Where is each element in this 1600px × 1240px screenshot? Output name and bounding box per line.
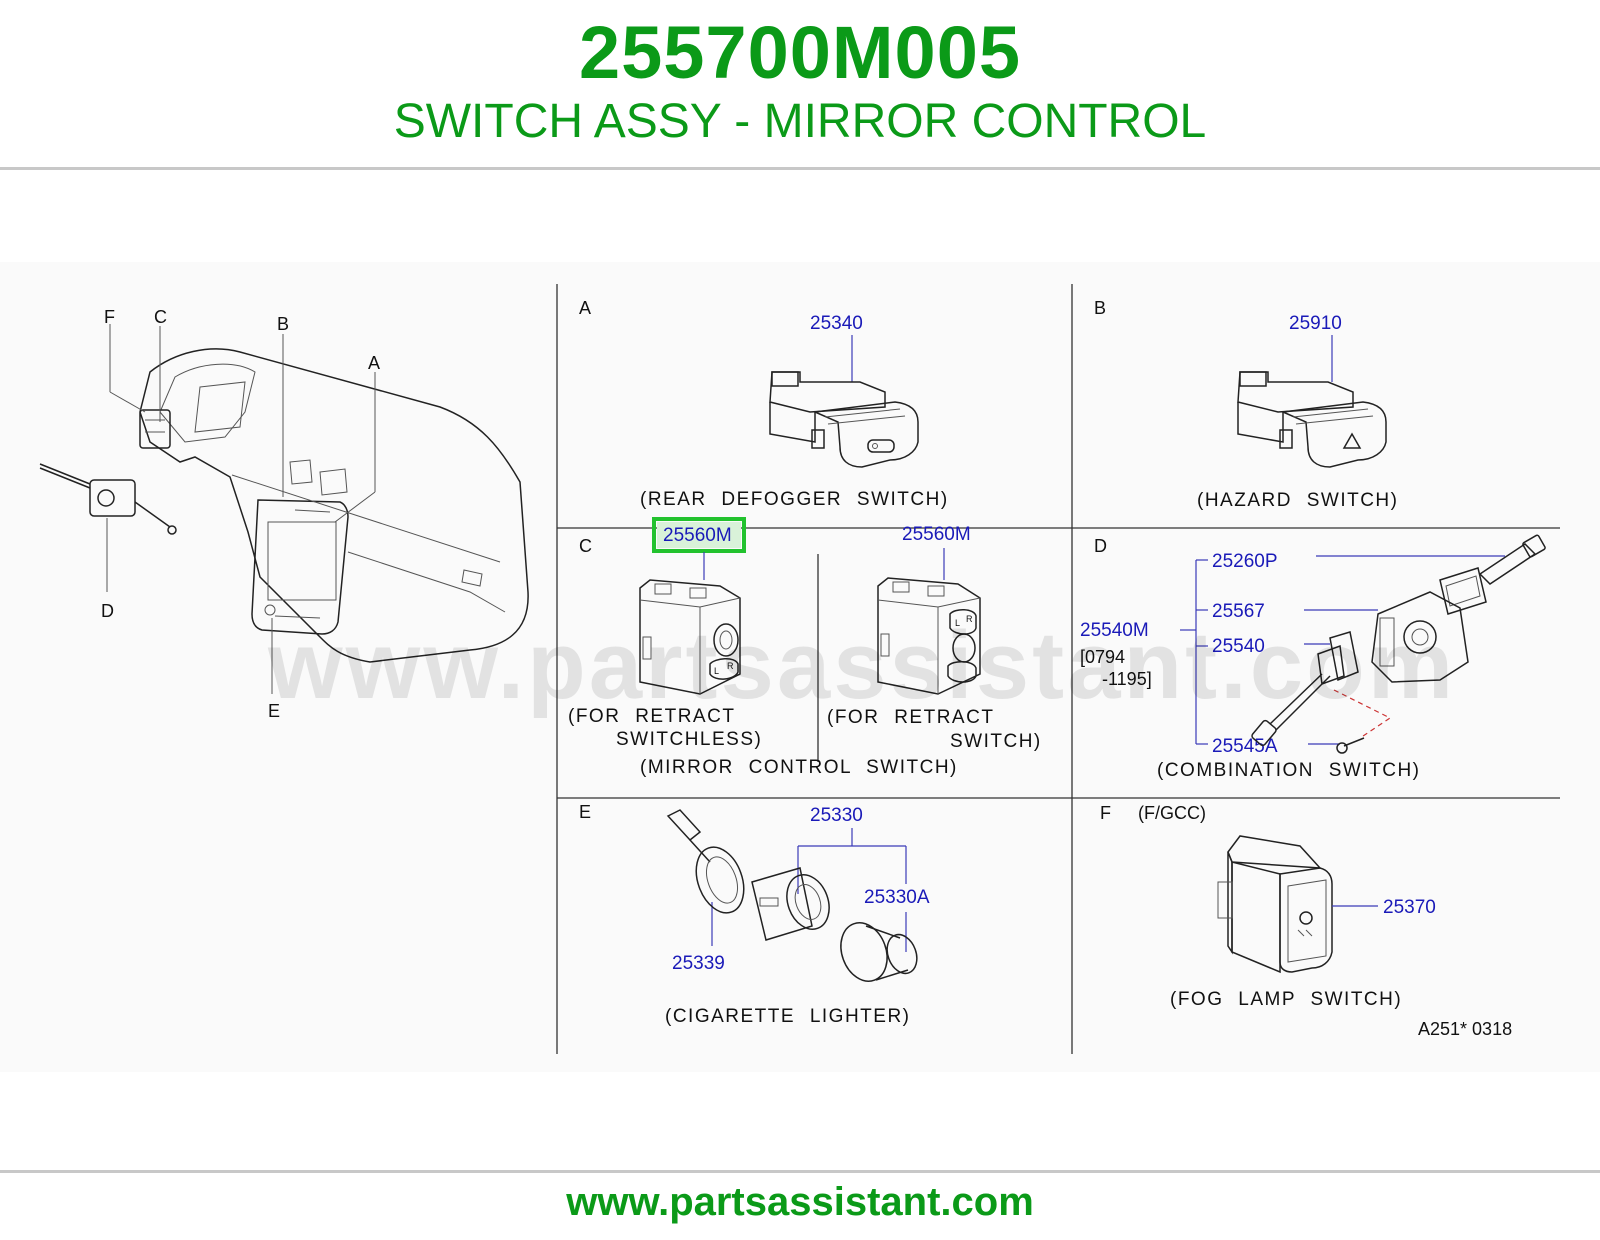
svg-text:R: R (727, 661, 734, 671)
panel-d-combination: D 25540M [0794 -1195] 25260P 25567 25540… (1080, 534, 1546, 781)
panel-e-cigarette-lighter: E 25330 25330A 25339 (CIGARETTE LIGHT (579, 802, 930, 1027)
overview-label-d: D (101, 601, 114, 621)
panel-d-date-range-start: [0794 (1080, 647, 1125, 667)
overview-label-c: C (154, 307, 167, 327)
panel-d-part-25567[interactable]: 25567 (1212, 601, 1265, 622)
panel-f-variant: (F/GCC) (1138, 803, 1206, 823)
header-divider (0, 167, 1600, 170)
cigarette-lighter-drawing (666, 809, 918, 982)
panel-e-caption: (CIGARETTE LIGHTER) (665, 1006, 911, 1027)
panel-b-caption: (HAZARD SWITCH) (1197, 490, 1398, 511)
panel-b-hazard: B 25910 (HAZARD SWITCH) (1094, 298, 1398, 511)
panel-e-letter: E (579, 802, 591, 822)
panel-b-letter: B (1094, 298, 1106, 318)
part-description: SWITCH ASSY - MIRROR CONTROL (393, 95, 1207, 148)
selected-part-highlight-fill (657, 522, 741, 548)
panel-c-right-caption-1: (FOR RETRACT (827, 707, 994, 728)
panel-c-right-part-number[interactable]: 25560M (902, 524, 971, 545)
svg-text:L: L (714, 666, 719, 676)
mirror-switch-retractless-drawing: L R (639, 579, 741, 695)
panel-e-part-25339[interactable]: 25339 (672, 953, 725, 974)
panel-c-left-part-number[interactable]: 25560M (663, 525, 732, 546)
panel-d-caption: (COMBINATION SWITCH) (1157, 760, 1421, 781)
fog-lamp-switch-drawing (1217, 835, 1333, 974)
panel-a-letter: A (579, 298, 591, 318)
panel-f-caption: (FOG LAMP SWITCH) (1170, 989, 1402, 1010)
mirror-switch-retract-drawing: L R (877, 577, 981, 695)
footer-url-link[interactable]: www.partsassistant.com (566, 1180, 1034, 1224)
rear-defogger-switch-drawing (769, 371, 919, 468)
selected-part-highlight[interactable] (652, 517, 746, 553)
watermark: www.partsassistant.com (267, 612, 1456, 719)
panel-c-right-caption-2: SWITCH) (950, 731, 1042, 752)
overview-label-b: B (277, 314, 289, 334)
part-number-title: 255700M005 (578, 11, 1022, 94)
overview-label-e: E (268, 701, 280, 721)
panel-d-date-range-end: -1195] (1102, 669, 1152, 689)
panel-c-caption: (MIRROR CONTROL SWITCH) (640, 757, 958, 778)
hazard-switch-drawing (1237, 371, 1387, 468)
svg-text:L: L (955, 618, 960, 628)
drawing-reference: A251* 0318 (1418, 1019, 1512, 1039)
parts-diagram: F C B A D E A 25340 (REAR DEFOGGER SWITC… (0, 262, 1600, 1072)
panel-c-left-caption-1: (FOR RETRACT (568, 706, 735, 727)
panel-c-left-caption-2: SWITCHLESS) (616, 729, 762, 750)
panel-a-caption: (REAR DEFOGGER SWITCH) (640, 489, 949, 510)
combination-switch-drawing (1251, 534, 1546, 754)
footer-divider (0, 1170, 1600, 1173)
panel-f-part-number[interactable]: 25370 (1383, 897, 1436, 918)
panel-c-mirror-control: C 25560M L R (FOR RETRACT SWITCHLESS) 25… (568, 517, 1042, 778)
panel-e-part-25330a[interactable]: 25330A (864, 887, 930, 908)
panel-d-assembly-part-number[interactable]: 25540M (1080, 620, 1149, 641)
overview-label-a: A (368, 353, 380, 373)
panel-d-part-25260p[interactable]: 25260P (1212, 551, 1278, 572)
panel-f-fog-lamp: F (F/GCC) 25370 (FOG LAMP SWITCH) A251* … (1100, 803, 1512, 1039)
panel-a-part-number[interactable]: 25340 (810, 313, 863, 334)
panel-b-part-number[interactable]: 25910 (1289, 313, 1342, 334)
overview-label-f: F (104, 307, 115, 327)
panel-c-letter: C (579, 536, 592, 556)
panel-f-letter: F (1100, 803, 1111, 823)
panel-d-letter: D (1094, 536, 1107, 556)
svg-text:R: R (966, 614, 973, 624)
page-header: 255700M005 SWITCH ASSY - MIRROR CONTROL (0, 0, 1600, 170)
panel-d-part-25545a[interactable]: 25545A (1212, 736, 1278, 757)
dashboard-overview: F C B A D E (39, 307, 529, 721)
panel-e-part-25330[interactable]: 25330 (810, 805, 863, 826)
panel-a-rear-defogger: A 25340 (REAR DEFOGGER SWITCH) (579, 298, 949, 510)
panel-d-part-25540[interactable]: 25540 (1212, 636, 1265, 657)
